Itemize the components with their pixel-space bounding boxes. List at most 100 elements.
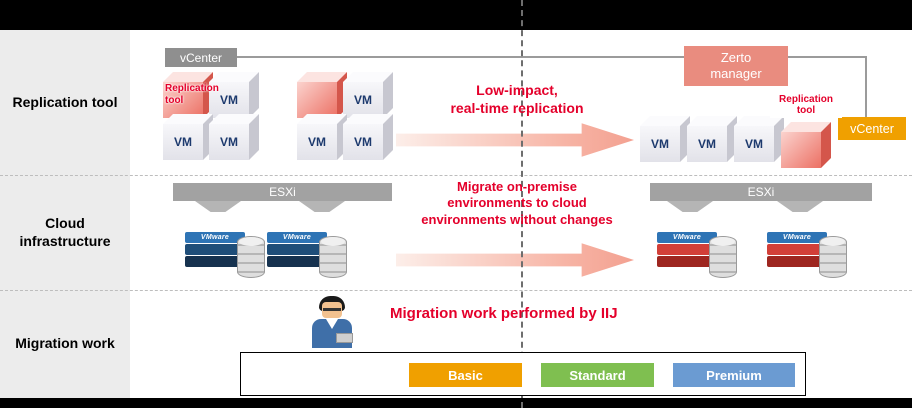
vcenter-connector-line-drop	[865, 56, 867, 118]
cube-right-face	[337, 114, 347, 160]
onpremise-cloud-divider	[521, 0, 523, 408]
replication-tool-cube	[297, 72, 347, 118]
vmware-label: VMware	[282, 234, 312, 241]
database-icon	[819, 236, 847, 278]
replication-tool-cube	[781, 122, 831, 168]
plan-badge-standard: Standard	[541, 363, 654, 387]
cube-right-face	[727, 116, 737, 162]
cube-top-face	[209, 114, 259, 124]
cube-top-face	[687, 116, 737, 126]
person-glasses	[323, 308, 341, 311]
vm-label: VM	[209, 82, 249, 118]
vmware-label: VMware	[672, 234, 702, 241]
vm-cube: VM	[343, 114, 393, 160]
vm-label: VM	[209, 124, 249, 160]
vmware-host-stack-cloud: VMware	[657, 232, 717, 268]
replication-tool-cube	[163, 72, 213, 118]
vm-cube: VM	[209, 114, 259, 160]
replication-arrow-icon	[396, 123, 634, 157]
zerto-manager-line1: Zerto	[720, 49, 752, 65]
cube-right-face	[249, 72, 259, 118]
zerto-manager-box: Zerto manager	[684, 46, 788, 86]
infrastructure-message: Migrate on-premise environments to cloud…	[421, 179, 613, 227]
cube-right-face	[249, 114, 259, 160]
vm-cube: VM	[297, 114, 347, 160]
vm-cube: VM	[343, 72, 393, 118]
cube-top-face	[209, 72, 259, 82]
service-plans-box: Basic Standard Premium	[240, 352, 806, 396]
esxi-bar-right: ESXi	[650, 183, 872, 201]
vmware-label: VMware	[200, 234, 230, 241]
row-label-cloud-infrastructure: Cloud infrastructure	[19, 215, 111, 249]
cube-right-face	[821, 122, 831, 168]
cube-right-face	[203, 72, 213, 118]
replication-layer	[767, 244, 827, 255]
cube-top-face	[640, 116, 690, 126]
cube-top-face	[343, 72, 393, 82]
vm-label: VM	[343, 82, 383, 118]
row-divider-1	[0, 175, 912, 176]
cube-right-face	[337, 72, 347, 118]
cube-top-face	[343, 114, 393, 124]
cube-top-face	[163, 72, 213, 82]
vmware-host-stack: VMware	[185, 232, 245, 268]
cube-top-face	[163, 114, 213, 124]
host-layer	[185, 256, 245, 267]
cube-top-face	[781, 122, 831, 132]
row-label-replication-tool: Replication tool	[12, 93, 118, 110]
vmware-layer: VMware	[267, 232, 327, 243]
cube-front-face	[297, 82, 337, 118]
vm-label: VM	[343, 124, 383, 160]
vm-label: VM	[734, 126, 774, 162]
replication-layer	[657, 244, 717, 255]
host-layer	[267, 256, 327, 267]
engineer-person-icon	[310, 296, 354, 348]
cube-top-face	[297, 114, 347, 124]
vmware-layer: VMware	[767, 232, 827, 243]
replication-layer	[657, 256, 717, 267]
laptop-icon	[336, 333, 353, 343]
vcenter-connector-line	[237, 56, 867, 58]
cube-right-face	[383, 72, 393, 118]
replication-tool-label-left: Replication tool	[165, 83, 219, 106]
cube-front-face	[781, 132, 821, 168]
esxi-connector	[195, 201, 241, 212]
row-label-column	[0, 30, 130, 398]
bottom-black-bar	[0, 398, 912, 408]
top-black-bar	[0, 0, 912, 30]
person-collar	[326, 319, 338, 329]
vm-label: VM	[687, 126, 727, 162]
plan-badge-basic: Basic	[409, 363, 522, 387]
vcenter-box-left: vCenter	[165, 48, 237, 67]
host-layer	[267, 244, 327, 255]
vmware-host-stack: VMware	[267, 232, 327, 268]
database-icon	[237, 236, 265, 278]
vmware-host-stack-cloud: VMware	[767, 232, 827, 268]
cube-top-face	[297, 72, 347, 82]
zerto-manager-line2: manager	[710, 66, 762, 81]
row-label-migration-work: Migration work	[15, 335, 115, 352]
migration-arrow-icon	[396, 243, 634, 277]
row-divider-2	[0, 290, 912, 291]
replication-layer	[767, 256, 827, 267]
cube-right-face	[203, 114, 213, 160]
vmware-layer: VMware	[185, 232, 245, 243]
vmware-layer: VMware	[657, 232, 717, 243]
cube-right-face	[383, 114, 393, 160]
vm-label: VM	[640, 126, 680, 162]
vm-cube: VM	[209, 72, 259, 118]
cube-top-face	[734, 116, 784, 126]
migration-message: Migration work performed by IIJ	[390, 305, 618, 322]
esxi-connector	[777, 201, 823, 212]
vmware-label: VMware	[782, 234, 812, 241]
plan-badge-premium: Premium	[673, 363, 795, 387]
host-layer	[185, 244, 245, 255]
vcenter-box-right: vCenter	[838, 117, 906, 140]
esxi-connector	[667, 201, 713, 212]
cube-right-face	[774, 116, 784, 162]
vm-label: VM	[163, 124, 203, 160]
esxi-bar-left: ESXi	[173, 183, 392, 201]
database-icon	[709, 236, 737, 278]
cube-right-face	[680, 116, 690, 162]
